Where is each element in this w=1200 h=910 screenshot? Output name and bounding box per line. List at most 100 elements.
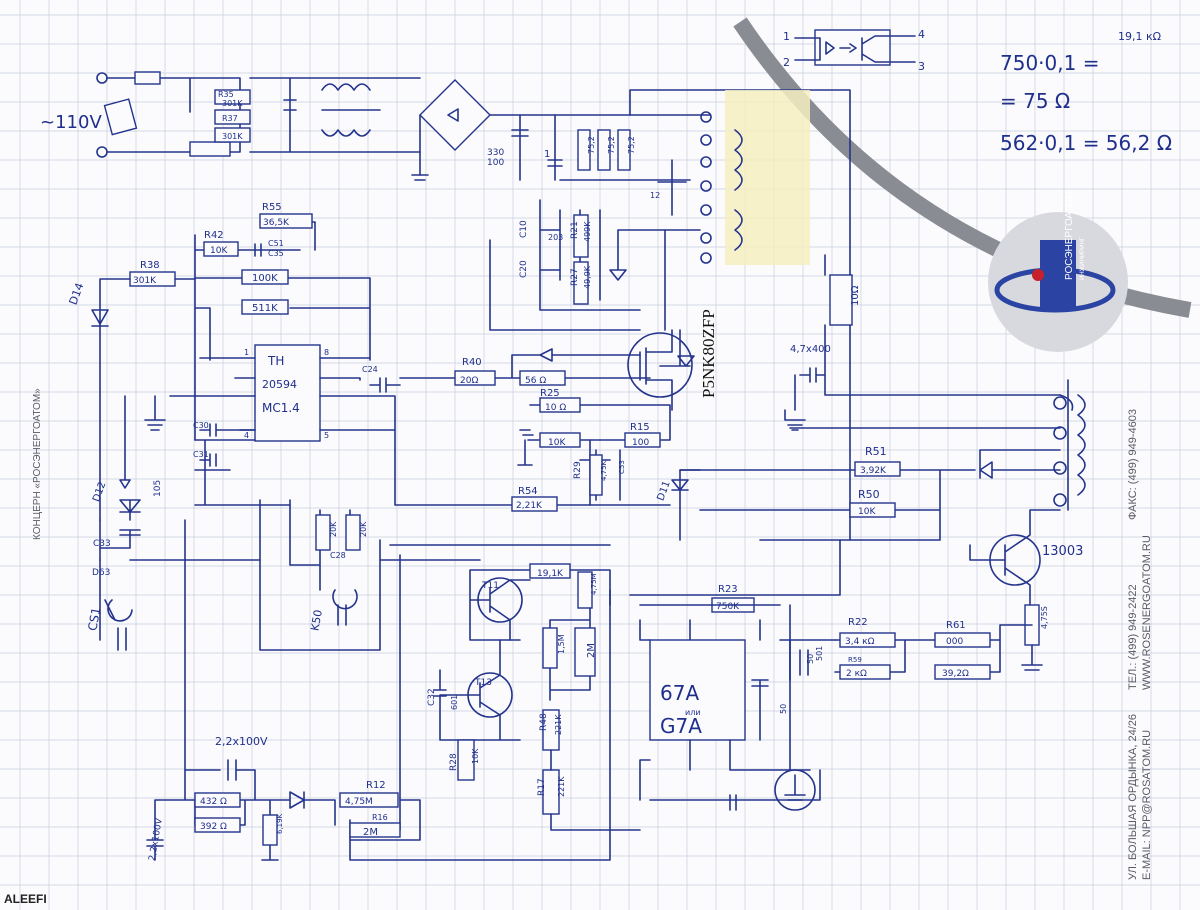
email-text: E-MAIL: NPP@ROSATOM.RU: [1141, 730, 1153, 880]
d14-label: D14: [67, 281, 87, 307]
c53-label: C53: [618, 460, 626, 474]
ic-pin-1: 1: [244, 348, 249, 357]
opto-pin-1: 1: [783, 30, 790, 43]
r55-value: 36,5K: [263, 218, 290, 228]
r38-value: 301K: [133, 276, 157, 286]
r37-label: R37: [222, 114, 238, 123]
r25-value: 10 Ω: [545, 403, 566, 413]
r75-c: 75,2: [627, 136, 636, 154]
calc-note: 19,1 кΩ: [1118, 30, 1161, 43]
r56-value: 56 Ω: [525, 376, 546, 386]
ic-or-label: или: [685, 708, 701, 717]
cap-1-label: 1: [544, 149, 550, 160]
opto-pin-2: 2: [783, 56, 790, 69]
r432-value: 432 Ω: [200, 797, 227, 807]
c50-timer-label: 50: [779, 704, 788, 714]
r27-label: R27: [570, 268, 580, 286]
r54-label: R54: [518, 486, 538, 497]
r23-value: 750K: [716, 602, 740, 612]
c501-label: 501: [815, 646, 824, 661]
input-section: [96, 71, 631, 181]
timer-section: [349, 539, 841, 861]
ic-line-1: TH: [267, 354, 284, 368]
r38-label: R38: [140, 260, 160, 271]
c24-label: C24: [362, 365, 378, 374]
r29-label: R29: [573, 461, 583, 479]
calc-line-2: = 75 Ω: [1000, 89, 1070, 113]
c50-output-label: 50: [806, 654, 815, 664]
r21-label: R21: [570, 221, 580, 239]
r511k-value: 511K: [252, 303, 278, 314]
c601-label: 601: [450, 695, 459, 710]
c105-label: 105: [153, 480, 163, 497]
c22-label: 2,2x100V: [215, 735, 268, 748]
company-logo: РОСЭНЕРГОАТОМ ИНЖИНИРИНГ: [988, 191, 1128, 352]
r59-label: R59: [848, 656, 862, 664]
r20k-b: 20K: [359, 521, 368, 537]
r51-label: R51: [865, 445, 887, 458]
r59-value: 2 кΩ: [846, 669, 867, 679]
watermark-text: ALEEFI: [4, 892, 47, 906]
c330-label: 330: [487, 148, 504, 158]
r50-value: 10K: [858, 507, 876, 517]
r25-label: R25: [540, 388, 560, 399]
gate-drive: [399, 229, 701, 541]
tape-patch: [725, 90, 810, 265]
c51-label: C51: [268, 239, 284, 248]
ic-pin-8: 8: [324, 348, 329, 357]
r475-value: 4,75S: [1040, 606, 1049, 629]
r48-label: R48: [539, 713, 549, 731]
r619-value: 6,19K: [276, 813, 284, 834]
c330-sub: 100: [487, 158, 504, 168]
r50-label: R50: [858, 488, 880, 501]
r28-label: R28: [449, 753, 459, 771]
bulk-supply: [489, 89, 851, 541]
r221k-value: 221K: [554, 714, 563, 735]
r2m-value: 2M: [586, 643, 597, 658]
r392-bottom-value: 392 Ω: [200, 822, 227, 832]
optocoupler-symbol: [794, 29, 916, 66]
r22-label: R22: [848, 617, 868, 628]
c20-label: C20: [519, 260, 529, 278]
r16-value: 2M: [363, 827, 378, 838]
c28-label: C28: [330, 551, 346, 560]
calc-line-1: 750·0,1 =: [1000, 51, 1099, 75]
r20k-a: 20K: [329, 521, 338, 537]
opto-pin-4: 4: [918, 28, 925, 41]
ic-67a-label: 67A: [660, 681, 699, 705]
fax-text: ФАКС: (499) 949-4603: [1127, 409, 1139, 520]
c22-left-label: 2,2x100V: [148, 817, 165, 862]
r55-label: R55: [262, 202, 282, 213]
r12-value: 4,75M: [345, 797, 373, 807]
ic-pin-5: 5: [324, 431, 329, 440]
r27-value: 49,9K: [583, 265, 592, 289]
r35-label: R35: [218, 90, 234, 99]
output-section: [834, 624, 1033, 680]
c203-label: 203: [548, 233, 563, 242]
aux-winding: [679, 254, 1086, 671]
c31-label: C31: [193, 450, 209, 459]
sensor-section: [99, 499, 481, 651]
r100k-value: 100K: [252, 273, 278, 284]
r75-a: 75,2: [587, 136, 596, 154]
logo-subtext: ИНЖИНИРИНГ: [1080, 236, 1086, 280]
input-voltage-label: ~110V: [40, 112, 102, 133]
r35-value: 301K: [222, 99, 243, 108]
r10k-timer-value: 10K: [471, 748, 480, 764]
website-text: WWW.ROSENERGOATOM.RU: [1141, 535, 1153, 690]
r10k-gate-value: 10K: [548, 438, 566, 448]
r40-value: 20Ω: [460, 376, 478, 386]
r15m-value: 1,5M: [557, 634, 566, 654]
calc-line-3: 562·0,1 = 56,2 Ω: [1000, 131, 1172, 155]
r61-value: 000: [946, 637, 963, 647]
d63-label: D63: [92, 568, 110, 578]
r61-label: R61: [946, 620, 966, 631]
r23-label: R23: [718, 584, 738, 595]
r42-label: R42: [204, 230, 224, 241]
r17-label: R17: [537, 778, 547, 796]
k50-label: K50: [308, 609, 324, 632]
d12-label: D12: [91, 480, 108, 503]
r12-label: R12: [366, 780, 386, 791]
